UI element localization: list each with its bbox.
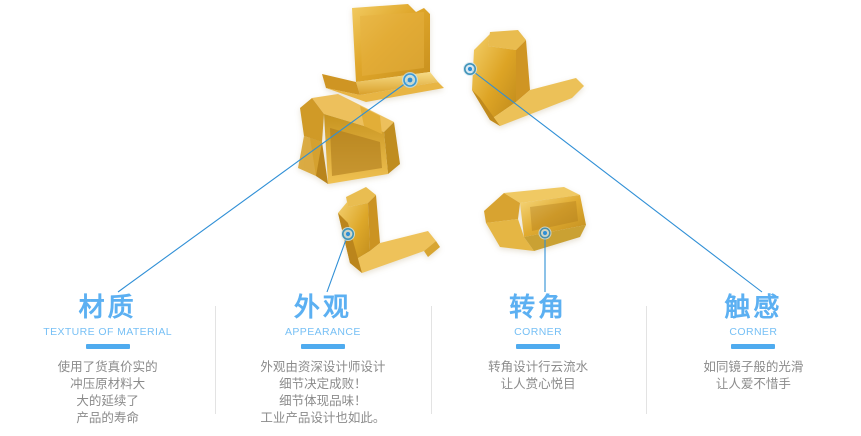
feature-subtitle: TEXTURE OF MATERIAL bbox=[43, 326, 172, 338]
feature-title: 转角 bbox=[509, 292, 568, 322]
feature-body-text: 外观由资深设计师设计 细节决定成败！ 细节体现品味！ 工业产品设计也如此。 bbox=[260, 360, 386, 425]
clip-top-right bbox=[472, 30, 584, 126]
feature-body-text: 如同镜子般的光滑 让人爱不惜手 bbox=[703, 360, 804, 391]
feature-accent-bar bbox=[731, 344, 776, 349]
feature-title: 外观 bbox=[293, 292, 352, 322]
clip-bottom-right bbox=[484, 187, 586, 251]
feature-accent-bar bbox=[85, 344, 130, 349]
feature-column-touch: 触感 CORNER 如同镜子般的光滑 让人爱不惜手 bbox=[645, 288, 861, 436]
feature-title: 触感 bbox=[724, 292, 783, 322]
feature-body-text: 转角设计行云流水 让人赏心悦目 bbox=[488, 360, 589, 391]
feature-body-text: 使用了货真价实的 冲压原材料大 大的延续了 产品的寿命 bbox=[57, 360, 158, 425]
feature-subtitle: CORNER bbox=[729, 326, 778, 338]
clip-center bbox=[298, 94, 400, 184]
feature-columns: 材质 TEXTURE OF MATERIAL 使用了货真价实的 冲压原材料大 大… bbox=[0, 288, 861, 436]
feature-column-texture: 材质 TEXTURE OF MATERIAL 使用了货真价实的 冲压原材料大 大… bbox=[0, 288, 215, 436]
clip-bottom-left bbox=[338, 187, 440, 273]
feature-accent-bar bbox=[300, 344, 345, 349]
product-photo-cluster bbox=[280, 0, 586, 290]
feature-column-appearance: 外观 APPEARANCE 外观由资深设计师设计 细节决定成败！ 细节体现品味！… bbox=[215, 288, 430, 436]
feature-subtitle: CORNER bbox=[514, 326, 563, 338]
feature-title: 材质 bbox=[78, 292, 137, 322]
feature-subtitle: APPEARANCE bbox=[284, 326, 361, 338]
feature-accent-bar bbox=[516, 344, 561, 349]
feature-column-corner: 转角 CORNER 转角设计行云流水 让人赏心悦目 bbox=[430, 288, 646, 436]
